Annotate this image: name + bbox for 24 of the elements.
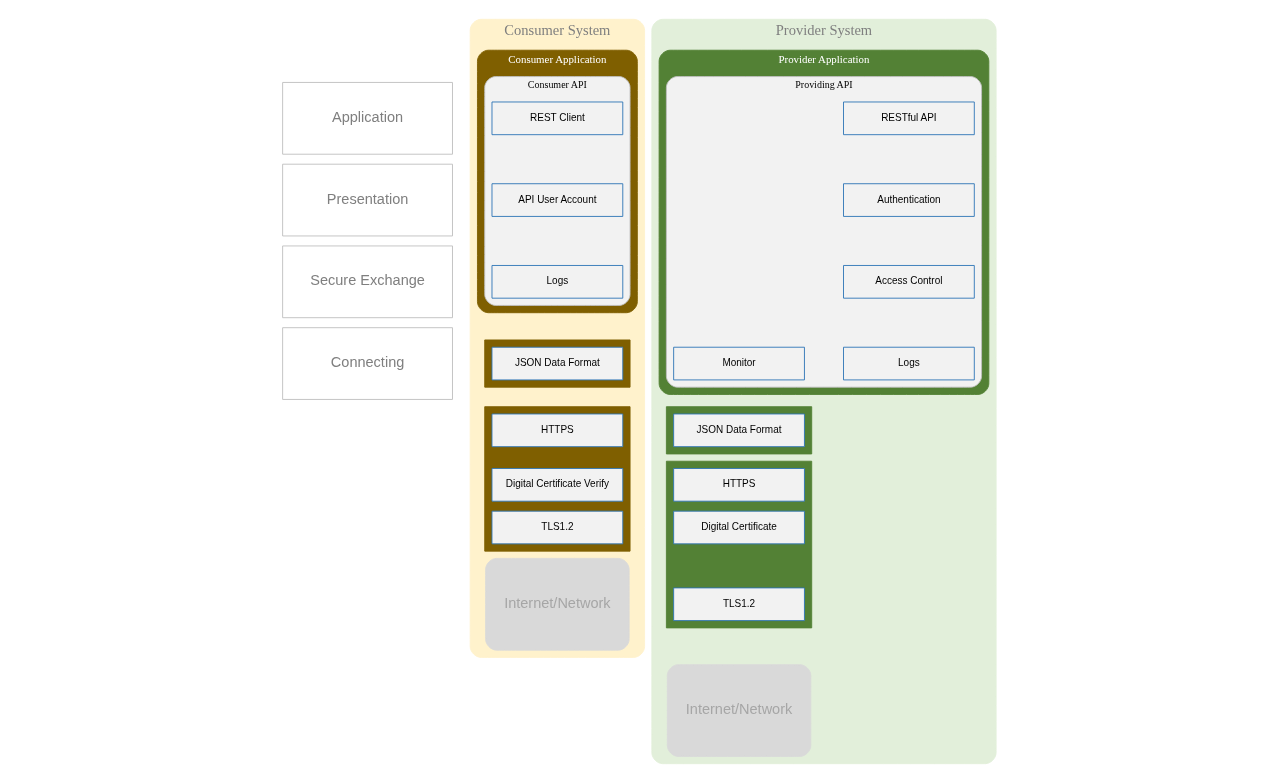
node-box: TLS1.2 (672, 587, 805, 622)
node-box: Presentation (281, 163, 453, 237)
cluster (665, 406, 812, 455)
node-box: TLS1.2 (491, 510, 623, 545)
node-box: Secure Exchange (281, 245, 453, 319)
cluster (483, 339, 630, 388)
node-box: Digital Certificate Verify (491, 468, 623, 502)
node-box: JSON Data Format (672, 413, 805, 448)
node-box: HTTPS (491, 413, 623, 448)
node-box: Connecting (281, 327, 453, 400)
node-box: RESTful API (842, 101, 975, 136)
node-box: Logs (491, 265, 623, 299)
node-box: Access Control (842, 265, 975, 299)
node-box: Logs (842, 346, 975, 381)
cluster (665, 460, 812, 629)
node-box: JSON Data Format (491, 346, 623, 381)
node-box: Authentication (842, 183, 975, 217)
node-box: HTTPS (672, 468, 805, 502)
node-box: API User Account (491, 183, 623, 217)
node-box: Digital Certificate (672, 510, 805, 545)
node-box: Monitor (672, 346, 805, 381)
node-box: REST Client (491, 101, 623, 136)
cluster (483, 406, 630, 552)
node-box: Application (281, 82, 453, 155)
